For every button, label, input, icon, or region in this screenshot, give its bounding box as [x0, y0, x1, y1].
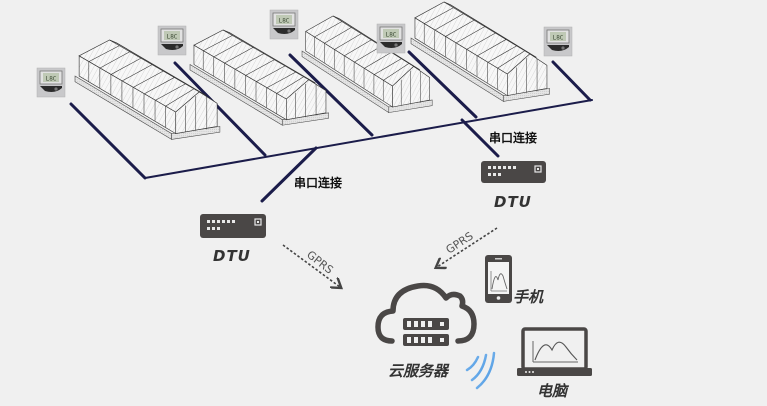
- wireless-signal-icon: [465, 351, 496, 390]
- sensor-1: [36, 67, 66, 98]
- serial-bus-wiring: [69, 50, 593, 203]
- gprs-label-2: GPRS: [444, 229, 476, 256]
- computer-label: 电脑: [537, 382, 568, 400]
- main-bus-line: [144, 99, 593, 179]
- branch-line-4: [407, 50, 478, 119]
- branch-line-5: [551, 60, 592, 102]
- sensor-4: [376, 23, 406, 54]
- branch-line-2: [173, 61, 267, 157]
- gprs-arrow-1: [282, 244, 340, 287]
- dtu-2-link: [460, 118, 500, 158]
- serial-connection-label-2: 串口连接: [489, 131, 538, 145]
- phone-label: 手机: [513, 288, 544, 306]
- gprs-arrow-2: [437, 227, 498, 267]
- phone-icon: [485, 255, 512, 303]
- computer-icon: [517, 327, 592, 376]
- dtu-device-2: [481, 161, 546, 183]
- dtu-1-link: [260, 146, 318, 203]
- dtu-label-1: DTU: [213, 247, 251, 265]
- greenhouse-4: [410, 1, 551, 102]
- sensor-3: [269, 9, 299, 40]
- sensor-2: [157, 25, 187, 56]
- dtu-device-1: [200, 214, 266, 238]
- serial-connection-label-1: 串口连接: [294, 176, 343, 190]
- cloud-server-icon: [375, 282, 477, 346]
- sensor-5: [543, 26, 573, 57]
- dtu-label-2: DTU: [494, 193, 532, 211]
- branch-line-3: [288, 53, 374, 137]
- cloud-server-label: 云服务器: [388, 362, 449, 380]
- branch-line-1: [69, 102, 147, 180]
